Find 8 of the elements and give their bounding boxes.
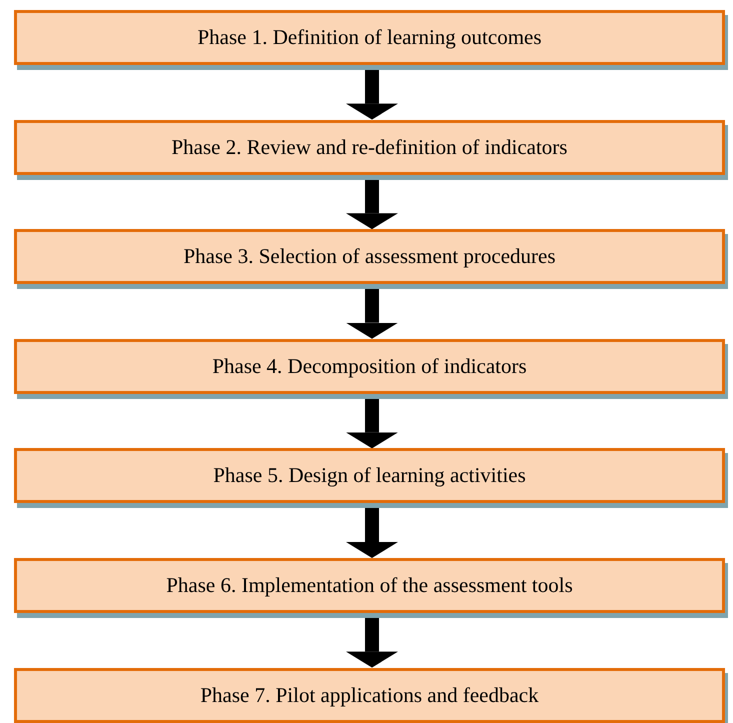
phase-label: Phase 5. Design of learning activities (213, 463, 526, 488)
process-box (14, 668, 725, 723)
phase-label: Phase 4. Decomposition of indicators (212, 354, 527, 379)
phase-label: Phase 1. Definition of learning outcomes (197, 25, 542, 50)
phase-label: Phase 3. Selection of assessment procedures (183, 244, 556, 270)
phase-label: Phase 2. Review and re-definition of indicators (172, 134, 568, 160)
phase-label: Phase 6. Implementation of the assessment tools (166, 573, 573, 598)
phase-label: Phase 7. Pilot applications and feedback (200, 682, 539, 708)
